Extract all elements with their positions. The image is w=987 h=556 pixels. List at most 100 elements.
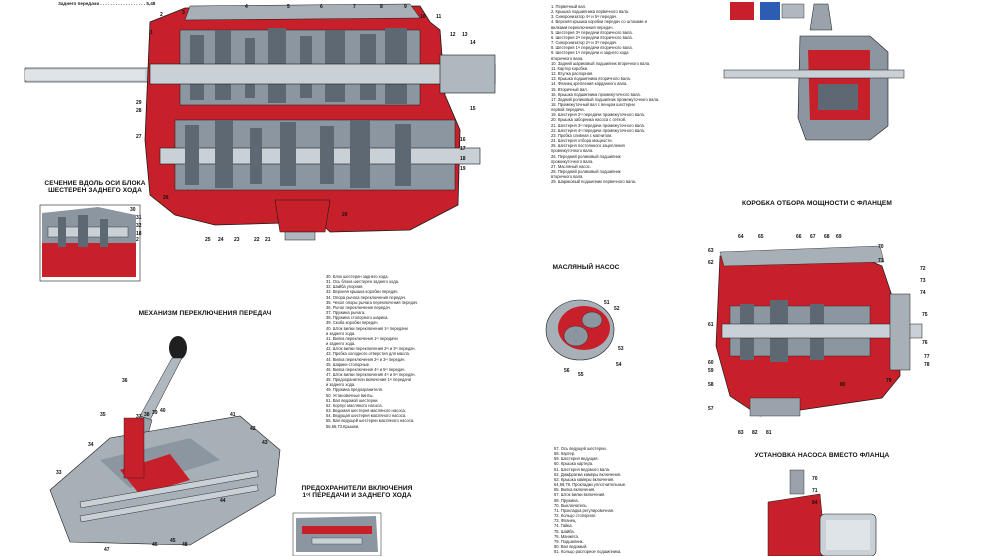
part-label: 76	[922, 340, 928, 346]
legend-item: промежуточного вала.	[551, 148, 594, 154]
part-label: 15	[470, 106, 476, 112]
part-label: 44	[220, 498, 226, 504]
part-label: 7	[353, 4, 356, 10]
legend-item: 73. Фланец.	[554, 518, 577, 524]
reverse-section-caption: СЕЧЕНИЕ ВДОЛЬ ОСИ БЛОКА ШЕСТЕРЕН ЗАДНЕГО…	[44, 180, 146, 194]
pto-flange-caption: КОРОБКА ОТБОРА МОЩНОСТИ С ФЛАНЦЕМ	[742, 200, 892, 207]
part-label: 69	[836, 234, 842, 240]
part-label: 72	[920, 266, 926, 272]
legend-item: 51. Вал ведомой шестерни.	[326, 397, 379, 403]
part-label: 68	[824, 234, 830, 240]
legend-item: 56,65,73.Крышки.	[326, 423, 360, 429]
part-label: 38	[144, 412, 150, 418]
gear-ratio-note: Заднего передачи . . . . . . . . . . . .…	[58, 1, 156, 6]
part-label: 6	[320, 4, 323, 10]
legend-item: 52. Корпус масляного насоса.	[326, 402, 383, 408]
part-label: 21	[265, 237, 271, 243]
legend-item: 62. Диафрагма камеры включения.	[554, 471, 622, 477]
part-label: 45	[170, 538, 176, 544]
legend-item: промежуточного вала.	[551, 158, 594, 164]
part-label: 41	[230, 412, 236, 418]
part-label: 1	[150, 30, 153, 36]
part-label: 12	[450, 32, 456, 38]
legend-item: 23. Пробка сливная с магнитом.	[551, 132, 613, 138]
legend-item: 25. Шестерня постоянного зацепления	[551, 143, 625, 149]
shift-mechanism-caption: МЕХАНИЗМ ПЕРЕКЛЮЧЕНИЯ ПЕРЕДАЧ	[138, 310, 272, 317]
safety-caption: ПРЕДОХРАНИТЕЛИ ВКЛЮЧЕНИЯ 1ᵒʲ ПЕРЕДАЧИ И …	[292, 485, 422, 499]
part-label: 59	[708, 368, 714, 374]
part-label: 74	[920, 290, 926, 296]
legend-item: 12. Втулка распорная.	[551, 71, 594, 77]
legend-item: 8. Шестерня 1ᵒʲ передачи вторичного вала…	[551, 45, 633, 51]
part-label: 52	[614, 306, 620, 312]
legend-item: 76. Манжета.	[554, 533, 579, 539]
legend-item: 59. Шестерня ведущая.	[554, 456, 599, 462]
legend-item: и заднего хода.	[326, 341, 356, 347]
oil-pump-drawing: 51 52 53 54 55 56	[545, 299, 624, 378]
legend-item: 47. Шток вилки переключения 4ᵒʲ и 5ᵒʲ пе…	[326, 371, 416, 377]
part-label: 28	[136, 108, 142, 114]
legend-item: 49. Пружина предохранителя.	[326, 387, 383, 393]
part-label: 17	[460, 146, 466, 152]
part-label: 33	[56, 470, 62, 476]
part-label: 22	[254, 237, 260, 243]
legend-item: 61. Шестерня ведомого вала.	[554, 466, 610, 472]
part-label: 84	[812, 500, 818, 506]
legend-item: 79. Подшипник.	[554, 538, 584, 544]
part-label: 37	[136, 414, 142, 420]
part-label: 31	[136, 215, 142, 221]
part-label: 83	[738, 430, 744, 436]
legend-item: 80. Вал ведомый.	[554, 543, 588, 549]
top-right-valve-drawing	[723, 2, 905, 141]
legend-item: 55. Вал ведущей шестерни масляного насос…	[326, 418, 415, 424]
safety-title: ПРЕДОХРАНИТЕЛИ ВКЛЮЧЕНИЯ	[301, 485, 413, 492]
part-label: 70	[812, 476, 818, 482]
legend-item: 17. Задний роликовый подшипник промежуто…	[551, 96, 660, 102]
part-label: 53	[618, 346, 624, 352]
legend-item: 38. Пружина стопорного шарика.	[326, 315, 389, 321]
legend-item: 58. Картер.	[554, 451, 576, 457]
legend-item: 3. Синхронизатор 4ᵒʲ и 5ᵒʲ передач.	[551, 14, 618, 20]
legend-item: 31. Ось блока шестерен заднего хода.	[326, 279, 400, 285]
part-label: 27	[136, 134, 142, 140]
legend-item: 1. Первичный вал.	[551, 4, 587, 9]
legend-item: 26. Передний роликовый подшипник	[551, 153, 621, 159]
part-label: 71	[812, 488, 818, 494]
legend-item: 63. Крышка камеры включения.	[554, 476, 615, 482]
part-label: 4	[245, 4, 248, 10]
legend-item: 32. Шайба упорная.	[326, 284, 364, 290]
part-label: 40	[160, 408, 166, 414]
legend-item: 30. Блок шестерен заднего хода.	[326, 274, 389, 279]
legend-item: 43. Пробка холодного отверстия для масла…	[326, 351, 410, 357]
legend-item: 14. Фланец крепления карданного вала.	[551, 81, 628, 87]
part-label: 75	[922, 312, 928, 318]
legend-item: 4. Верхняя крышка коробки передач со што…	[551, 19, 647, 25]
part-label: 18	[460, 156, 466, 162]
part-label: 64	[738, 234, 744, 240]
legend-item: 2. Крышка подшипника первичного вала.	[551, 9, 630, 15]
legend-item: 36. Рычаг переключения передач.	[326, 304, 391, 310]
part-label: 62	[708, 260, 714, 266]
legend-item: 16. Крышка подшипника промежуточного вал…	[551, 91, 641, 97]
part-label: 35	[100, 412, 106, 418]
part-label: 51	[604, 300, 610, 306]
part-label: 20	[342, 212, 348, 218]
legend-item: 70. Выключатель.	[554, 502, 588, 508]
legend-item: 68. Пружина.	[554, 497, 579, 503]
part-label: 70	[878, 244, 884, 250]
legend-item: 7. Синхронизатор 2ᵒʲ и 3ᵒʲ передач.	[551, 40, 618, 46]
legend-item: 53. Ведомая шестерня масляного насоса.	[326, 408, 406, 414]
pto-flange-drawing: 63 62 64 65 66 67 68 69 70 71 72 73 74 7…	[708, 234, 930, 436]
part-label: 65	[758, 234, 764, 240]
part-label: 47	[104, 547, 110, 553]
part-label: 26	[163, 195, 169, 201]
legend-pto: 57. Ось ведущей шестерни.58. Картер.59. …	[554, 446, 626, 554]
legend-item: 64,69,78. Прокладки уплотнительные.	[554, 482, 627, 488]
legend-item: первой передачи.	[551, 107, 585, 113]
legend-item: 20. Крышка заборника насоса с сеткой.	[551, 117, 627, 123]
legend-item: 81. Кольцо распорное подшипника.	[554, 549, 622, 555]
legend-item: 54. Ведущая шестерня масляного насоса.	[326, 413, 407, 419]
part-label: 48	[182, 542, 188, 548]
legend-item: 13. Крышка подшипника вторичного вала.	[551, 76, 631, 82]
part-label: 60	[708, 360, 714, 366]
